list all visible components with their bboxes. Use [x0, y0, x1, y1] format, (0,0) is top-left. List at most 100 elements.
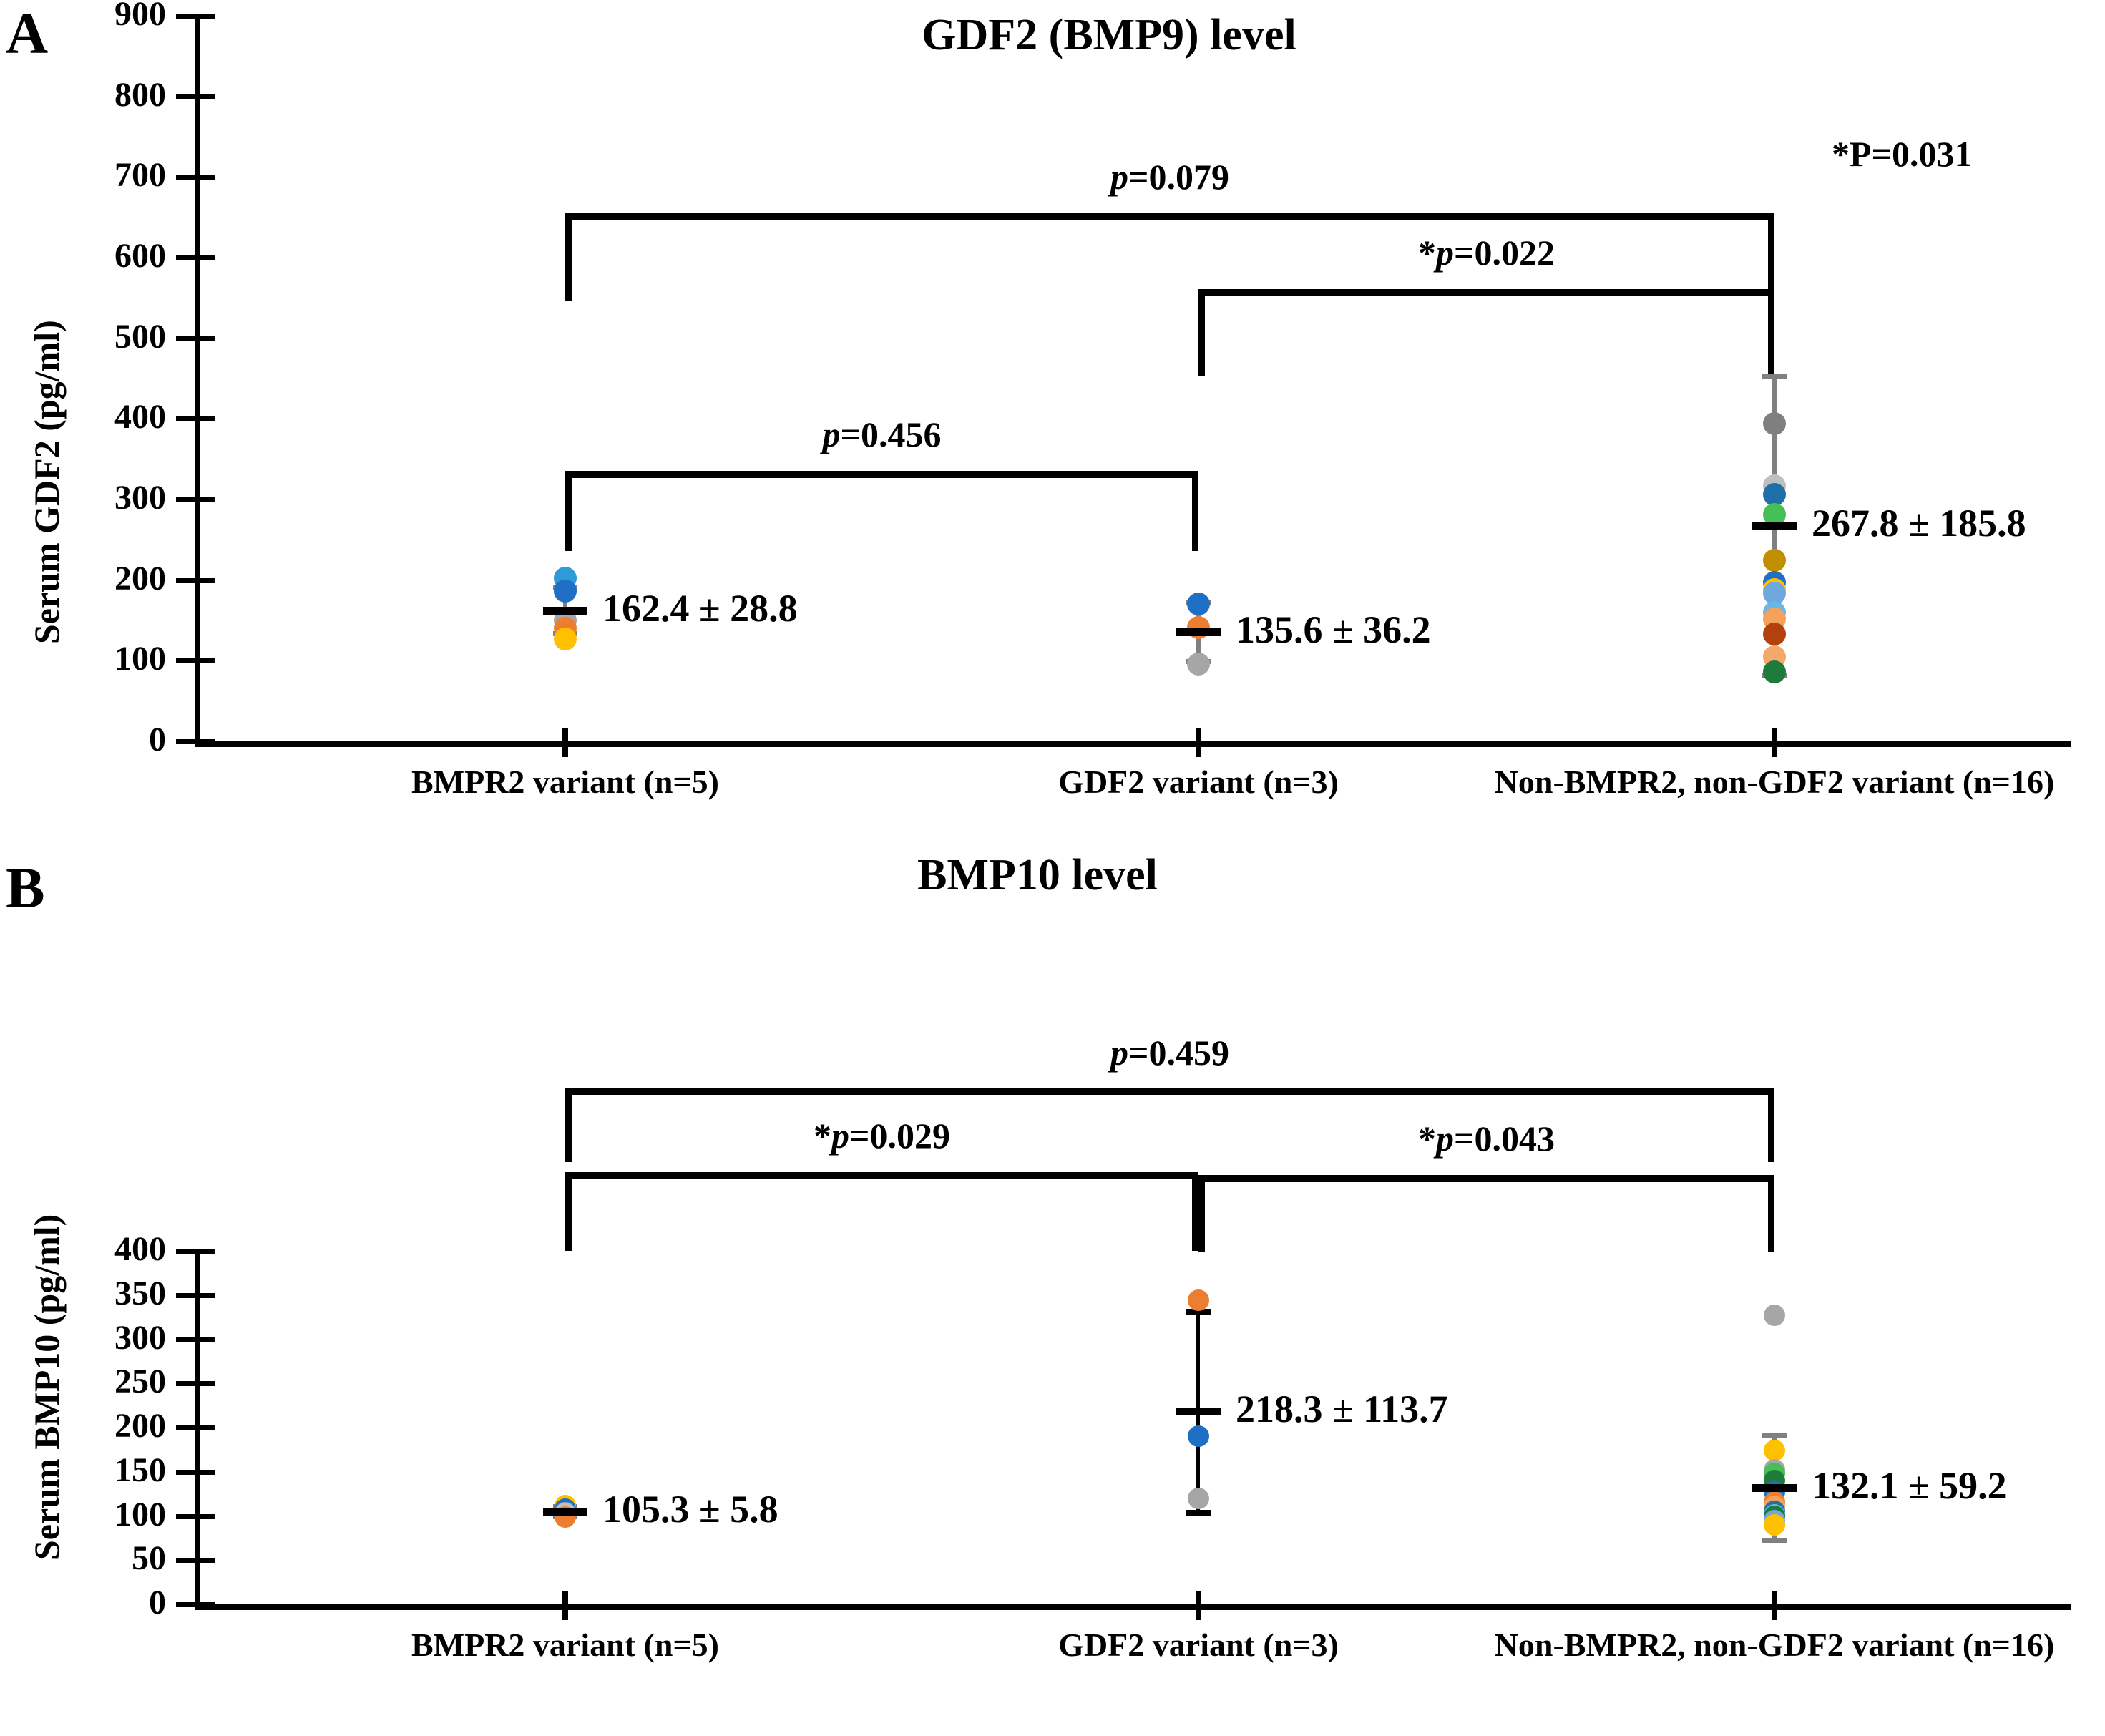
data-point [1763, 483, 1786, 507]
y-tick-label: 50 [132, 1539, 166, 1577]
mean-marker [1176, 1408, 1221, 1416]
y-tick-label: 300 [114, 479, 166, 517]
significance-bracket [1198, 289, 1774, 376]
x-tick [1772, 1591, 1777, 1620]
bracket-bar [565, 213, 1774, 220]
bracket-bar [565, 471, 1198, 478]
y-tick [176, 658, 215, 663]
bracket-bar [1198, 1175, 1774, 1182]
bracket-leg-right [1768, 1088, 1774, 1162]
bracket-leg-right [1768, 289, 1774, 376]
data-point [1764, 1440, 1785, 1462]
significance-bracket [565, 471, 1198, 551]
data-point [1763, 660, 1786, 684]
y-tick [176, 739, 215, 744]
bracket-leg-left [1198, 289, 1205, 376]
data-point [1764, 1513, 1785, 1536]
x-tick [562, 1591, 568, 1620]
bracket-bar [565, 1088, 1774, 1095]
y-tick-label: 300 [114, 1319, 166, 1357]
data-point [1187, 652, 1210, 676]
bracket-leg-left [565, 471, 572, 551]
y-tick-label: 350 [114, 1274, 166, 1312]
y-tick-label: 200 [114, 560, 166, 598]
y-tick-label: 900 [114, 0, 166, 33]
panel-a-corner-pvalue: *P=0.031 [1832, 134, 1973, 174]
x-tick-label: BMPR2 variant (n=5) [411, 1627, 719, 1663]
y-tick-label: 400 [114, 1230, 166, 1268]
bracket-leg-left [565, 213, 572, 301]
y-tick [176, 416, 215, 421]
error-bar-cap-top [1762, 373, 1787, 379]
bracket-pvalue-label: *p=0.043 [1418, 1118, 1555, 1159]
y-tick [176, 1337, 215, 1342]
y-tick [176, 1249, 215, 1254]
y-tick [176, 175, 215, 180]
data-point [1763, 412, 1786, 436]
y-tick [176, 1425, 215, 1430]
data-point [1763, 623, 1786, 646]
y-tick [176, 1470, 215, 1475]
x-tick [1196, 728, 1201, 757]
bracket-leg-right [1768, 1175, 1774, 1252]
significance-bracket [1198, 1175, 1774, 1252]
panel-b-letter: B [6, 855, 45, 920]
significance-bracket [565, 1172, 1198, 1251]
y-tick [176, 94, 215, 99]
y-tick [176, 1293, 215, 1298]
data-point [1188, 1289, 1209, 1312]
y-tick [176, 497, 215, 502]
x-tick [562, 728, 568, 757]
mean-sd-label: 135.6 ± 36.2 [1236, 608, 1431, 652]
bracket-leg-left [565, 1172, 572, 1251]
x-tick [1196, 1591, 1201, 1620]
panel-a-title: GDF2 (BMP9) level [922, 11, 1296, 59]
mean-sd-label: 105.3 ± 5.8 [602, 1487, 778, 1531]
mean-sd-label: 132.1 ± 59.2 [1812, 1463, 2007, 1507]
data-point [1763, 581, 1786, 605]
y-tick [176, 255, 215, 260]
bracket-bar [1198, 289, 1774, 296]
x-tick [1772, 728, 1777, 757]
bracket-pvalue-label: p=0.456 [822, 414, 942, 454]
significance-bracket [565, 1088, 1774, 1162]
y-tick [176, 578, 215, 583]
mean-marker [1752, 522, 1797, 530]
b-x-axis [195, 1604, 2071, 1610]
a-y-axis [195, 16, 200, 747]
panel-a-letter: A [6, 1, 49, 66]
y-tick [176, 336, 215, 341]
y-tick [176, 1602, 215, 1607]
x-tick-label: BMPR2 variant (n=5) [411, 764, 719, 800]
data-point [1187, 593, 1210, 616]
y-tick-label: 600 [114, 237, 166, 275]
mean-sd-label: 218.3 ± 113.7 [1236, 1388, 1448, 1431]
bracket-leg-right [1192, 1172, 1198, 1251]
a-x-axis [195, 741, 2071, 747]
y-tick [176, 1558, 215, 1563]
y-tick-label: 0 [149, 1584, 166, 1622]
panel-a: A GDF2 (BMP9) level *P=0.031 Serum GDF2 … [0, 0, 2105, 844]
x-tick-label: Non-BMPR2, non-GDF2 variant (n=16) [1494, 1627, 2055, 1663]
y-tick [176, 1514, 215, 1519]
bracket-pvalue-label: *p=0.029 [814, 1116, 950, 1156]
mean-marker [543, 607, 587, 615]
y-tick-label: 800 [114, 76, 166, 114]
error-bar-cap-bottom [1762, 1537, 1787, 1543]
y-tick-label: 400 [114, 398, 166, 436]
mean-sd-label: 267.8 ± 185.8 [1812, 502, 2026, 545]
y-tick-label: 500 [114, 318, 166, 356]
y-tick [176, 14, 215, 19]
error-bar-cap-top [1762, 1433, 1787, 1438]
bracket-pvalue-label: p=0.459 [1110, 1033, 1229, 1073]
mean-marker [1752, 1483, 1797, 1492]
data-point [1188, 1425, 1209, 1448]
y-tick-label: 700 [114, 156, 166, 194]
b-y-axis [195, 1251, 200, 1610]
bracket-leg-right [1192, 471, 1198, 551]
data-point [1763, 548, 1786, 572]
bracket-leg-right [1768, 213, 1774, 301]
x-tick-label: GDF2 variant (n=3) [1058, 1627, 1339, 1663]
